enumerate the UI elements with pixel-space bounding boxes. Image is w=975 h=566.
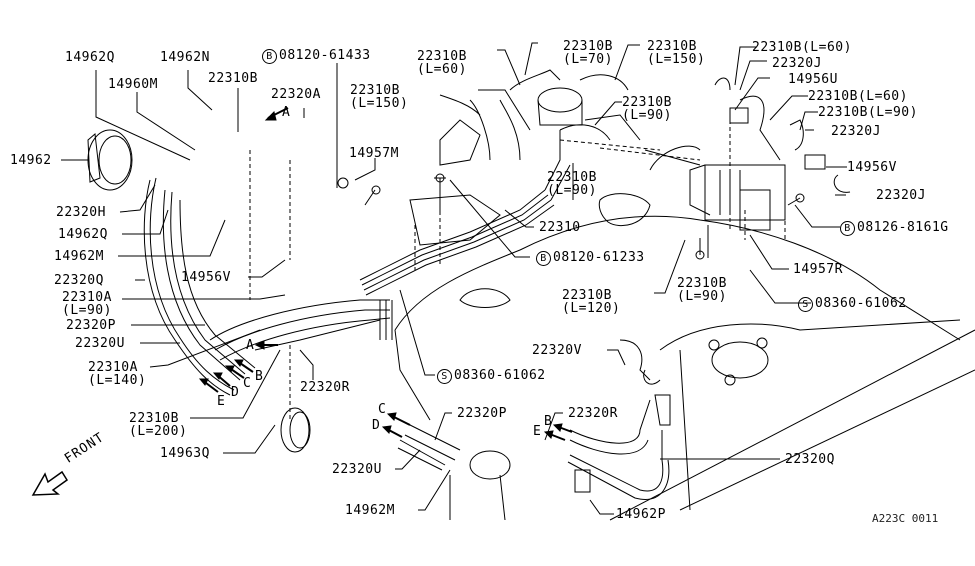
- connection-letter-a: A: [246, 338, 254, 353]
- bolt-b-icon: B: [840, 221, 855, 236]
- bolts: [338, 174, 804, 259]
- part-label-22320r-bot: 22320R: [568, 406, 618, 421]
- part-label-22310b-l90-low: 22310B(L=90): [677, 276, 727, 304]
- part-label-14962m-left: 14962M: [54, 249, 104, 264]
- evap-canister: [645, 78, 850, 230]
- part-label-22320h: 22320H: [56, 205, 106, 220]
- part-label-22310b-l90-r: 22310B(L=90): [818, 105, 918, 120]
- throttle-body-ring: [88, 130, 132, 190]
- part-label-14962n: 14962N: [160, 50, 210, 65]
- part-label-22310: 22310: [539, 220, 581, 235]
- part-label-22320a: 22320A: [271, 87, 321, 102]
- part-label-14962q: 14962Q: [65, 50, 115, 65]
- part-label-22320r-mid: 22320R: [300, 380, 350, 395]
- part-label-14960m: 14960M: [108, 77, 158, 92]
- part-label-22320v: 22320V: [532, 343, 582, 358]
- part-label-22320p-left: 22320P: [66, 318, 116, 333]
- part-label-14956u: 14956U: [788, 72, 838, 87]
- bolt-b-icon: B: [536, 251, 551, 266]
- part-label-22310b-l70: 22310B(L=70): [563, 39, 613, 67]
- part-label-14962: 14962: [10, 153, 52, 168]
- front-direction-arrow: [33, 472, 67, 495]
- part-label-22310b-l90-mid: 22310B(L=90): [547, 170, 597, 198]
- upper-hoses: [440, 70, 700, 170]
- engine-body-outline: [395, 120, 975, 520]
- part-label-22310b-l200: 22310B(L=200): [129, 411, 188, 439]
- part-label-14957r: 14957R: [793, 262, 843, 277]
- part-label-14957m: 14957M: [349, 146, 399, 161]
- hose-clamp: [281, 408, 310, 452]
- part-label-22320p-bot: 22320P: [457, 406, 507, 421]
- part-label-22320u-bot: 22320U: [332, 462, 382, 477]
- part-label-22320j-r2: 22320J: [831, 124, 881, 139]
- part-label-22320j-r3: 22320J: [876, 188, 926, 203]
- part-label-22310a-l90: 22310A(L=90): [62, 290, 112, 318]
- part-label-22320j-r1: 22320J: [772, 56, 822, 71]
- bottom-pipe-details: [398, 340, 670, 520]
- connection-letter-b-bot: B: [544, 414, 552, 429]
- part-label-22310b-l150-top: 22310B(L=150): [647, 39, 706, 67]
- diagram-reference-code: A223C 0011: [872, 512, 939, 525]
- left-hose-bundle: [144, 178, 390, 395]
- connection-letter-e-bot: E: [533, 424, 541, 439]
- part-label-22310a-l140: 22310A(L=140): [88, 360, 147, 388]
- part-label-22310b-l120: 22310B(L=120): [562, 288, 621, 316]
- part-label-22310b-l150-left: 22310B(L=150): [350, 83, 409, 111]
- dashed-guides: [250, 120, 785, 420]
- bolt-b-icon: B: [262, 49, 277, 64]
- connection-letter-e: E: [217, 394, 225, 409]
- part-label-14962m-bot: 14962M: [345, 503, 395, 518]
- part-label-22310b-l60-r2: 22310B(L=60): [808, 89, 908, 104]
- connection-letter-c: C: [243, 376, 251, 391]
- connection-letter-d: D: [231, 385, 239, 400]
- screw-s-icon: S: [798, 297, 813, 312]
- connection-arrows: [200, 108, 572, 440]
- part-label-22310b-l60-r1: 22310B(L=60): [752, 40, 852, 55]
- part-label-14962p: 14962P: [616, 507, 666, 522]
- part-label-14956v-left: 14956V: [181, 270, 231, 285]
- screw-s-icon: S: [437, 369, 452, 384]
- part-label-22310b: 22310B: [208, 71, 258, 86]
- leader-lines: [61, 43, 847, 514]
- part-label-14962q-left: 14962Q: [58, 227, 108, 242]
- connection-letter-c-bot: C: [378, 402, 386, 417]
- connection-letter-d-bot: D: [372, 418, 380, 433]
- part-label-22310b-l60: 22310B(L=60): [417, 49, 467, 77]
- part-label-22320u-left: 22320U: [75, 336, 125, 351]
- part-label-22310b-l90-top: 22310B(L=90): [622, 95, 672, 123]
- connection-letter-a-top: A: [282, 105, 290, 120]
- fuel-line-bundle: [360, 130, 570, 340]
- connection-letter-b: B: [255, 369, 263, 384]
- part-label-14956v-r: 14956V: [847, 160, 897, 175]
- part-label-22320q-bot: 22320Q: [785, 452, 835, 467]
- part-label-22320q-left: 22320Q: [54, 273, 104, 288]
- part-label-14963q: 14963Q: [160, 446, 210, 461]
